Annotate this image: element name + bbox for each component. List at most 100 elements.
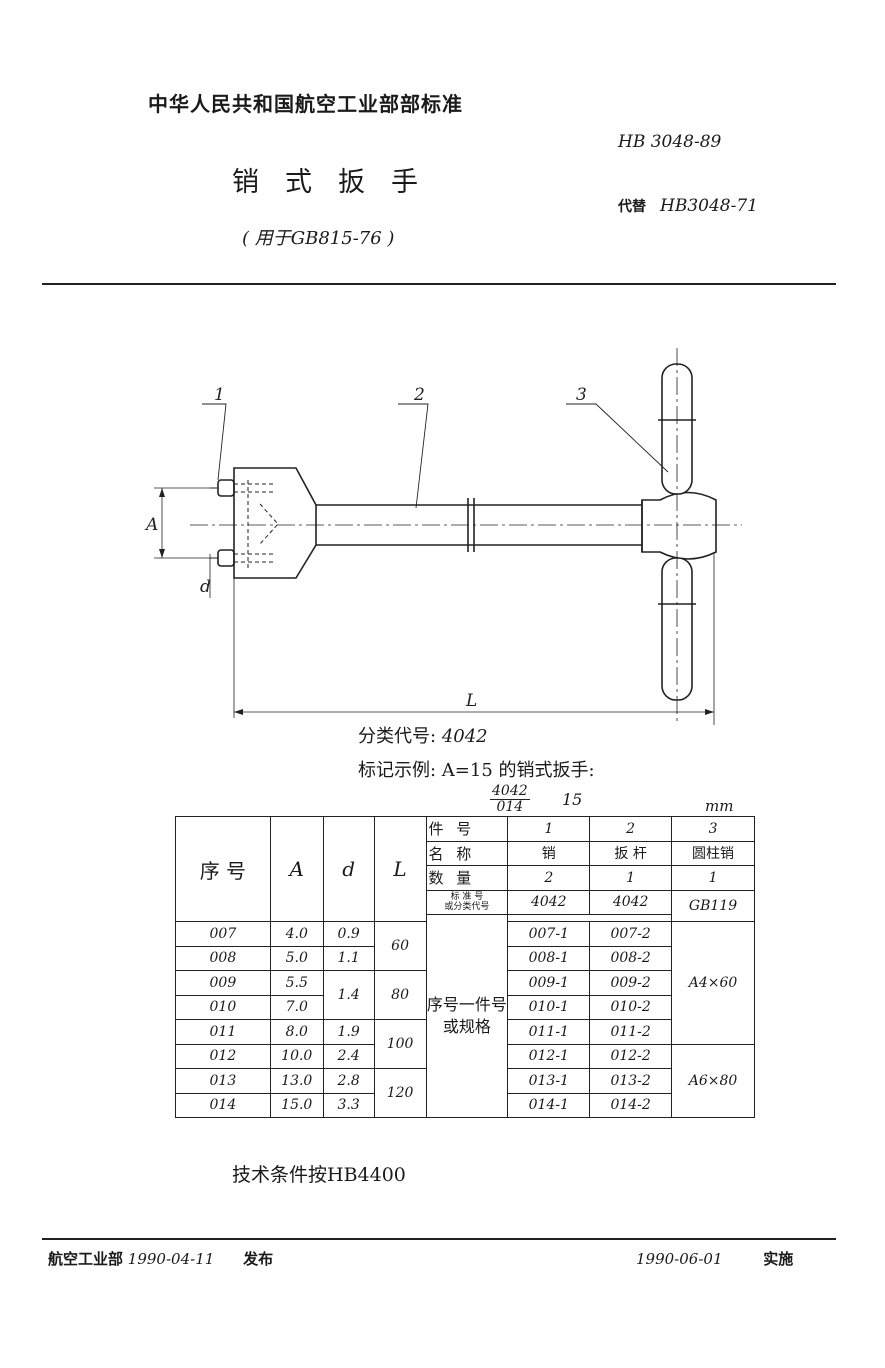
row-part-2: 011-2 xyxy=(589,1019,673,1045)
row-d: 0.9 xyxy=(322,921,375,947)
row-d: 2.4 xyxy=(322,1043,375,1069)
row-d: 1.9 xyxy=(322,1019,375,1045)
row-part-1: 012-1 xyxy=(507,1043,591,1069)
part-1-standard: 4042 xyxy=(507,889,591,915)
name-label: 名 称 xyxy=(425,840,509,866)
row-L: 80 xyxy=(373,970,427,1020)
row-no: 013 xyxy=(175,1068,271,1094)
row-no: 012 xyxy=(175,1043,271,1069)
row-part-1: 013-1 xyxy=(507,1068,591,1094)
part-1-qty: 2 xyxy=(507,865,591,891)
replaces-line: 代替 HB3048-71 xyxy=(618,196,758,216)
row-d: 3.3 xyxy=(322,1092,375,1118)
spec-label-line-2: 或规格 xyxy=(442,1017,491,1036)
row-no: 008 xyxy=(175,945,271,971)
row-no: 011 xyxy=(175,1019,271,1045)
wrench-drawing: 1 2 3 A d L xyxy=(144,348,742,725)
table-row: 013 13.0 2.8 120 013-1 013-2 xyxy=(175,1068,755,1118)
row-A: 5.5 xyxy=(269,970,324,996)
table-row: 009 5.5 1.4 80 009-1 009-2 xyxy=(175,970,755,1020)
document-title: 销式扳手 xyxy=(232,167,444,198)
row-part-1: 010-1 xyxy=(507,994,591,1020)
part-no-label: 件 号 xyxy=(425,816,509,842)
row-part-1: 007-1 xyxy=(507,921,591,947)
spec-label-line-1: 序号一件号 xyxy=(426,995,507,1014)
footer-rule xyxy=(42,1238,836,1240)
row-L: 60 xyxy=(373,921,427,971)
table-row: 007 4.0 0.9 60 007-1 007-2 A4×60 xyxy=(175,921,755,1045)
unit-label: mm xyxy=(705,797,734,815)
standard-number: HB 3048-89 xyxy=(618,132,722,152)
part-2-no: 2 xyxy=(589,816,673,842)
replaces-label: 代替 xyxy=(618,199,646,215)
row-part-2: 008-2 xyxy=(589,945,673,971)
implementation-date: 1990-06-01 xyxy=(636,1250,723,1268)
row-no: 010 xyxy=(175,994,271,1020)
col-header-L: L xyxy=(373,816,427,922)
row-part-2: 014-2 xyxy=(589,1092,673,1118)
part-3-standard: GB119 xyxy=(671,889,755,922)
part-2-qty: 1 xyxy=(589,865,673,891)
callout-1: 1 xyxy=(214,385,225,405)
table-row: 012 10.0 2.4 012-1 012-2 A6×80 xyxy=(175,1043,755,1118)
marking-code-bottom: 014 xyxy=(496,799,524,815)
col-header-A: A xyxy=(269,816,324,922)
table-row: 014 15.0 3.3 014-1 014-2 xyxy=(175,1092,755,1118)
part-1-no: 1 xyxy=(507,816,591,842)
row-part-1: 014-1 xyxy=(507,1092,591,1118)
replaces-value: HB3048-71 xyxy=(660,196,758,216)
row-A: 5.0 xyxy=(269,945,324,971)
row-L: 120 xyxy=(373,1068,427,1118)
col-header-no: 序 号 xyxy=(175,816,271,922)
classification-value: 4042 xyxy=(441,726,488,747)
callout-3: 3 xyxy=(576,385,587,405)
marking-code-value: 15 xyxy=(562,790,583,809)
issuing-organization: 中华人民共和国航空工业部部标准 xyxy=(148,92,463,116)
row-part-2: 012-2 xyxy=(589,1043,673,1069)
table-row: 008 5.0 1.1 008-1 008-2 xyxy=(175,945,755,971)
row-part-2: 010-2 xyxy=(589,994,673,1020)
row-d: 1.1 xyxy=(322,945,375,971)
standard-label-line-1: 标 准 号 xyxy=(450,892,484,903)
marking-code: 4042 014 xyxy=(490,784,530,815)
technical-requirements: 技术条件按HB4400 xyxy=(232,1164,406,1186)
standard-label-line-2: 或分类代号 xyxy=(444,902,490,913)
row-no: 009 xyxy=(175,970,271,996)
row-A: 7.0 xyxy=(269,994,324,1020)
implementation-word: 实施 xyxy=(763,1250,794,1268)
part-2-standard: 4042 xyxy=(589,889,673,915)
pin-spec-b: A6×80 xyxy=(671,1043,755,1118)
callout-2: 2 xyxy=(413,385,425,405)
row-no: 007 xyxy=(175,921,271,947)
row-part-1: 011-1 xyxy=(507,1019,591,1045)
dimension-A-label: A xyxy=(144,515,158,535)
row-A: 10.0 xyxy=(269,1043,324,1069)
row-part-2: 007-2 xyxy=(589,921,673,947)
header-rule xyxy=(42,283,836,285)
implementation-line: 1990-06-01 实施 xyxy=(636,1248,793,1269)
row-no: 014 xyxy=(175,1092,271,1118)
marking-example: 标记示例: A=15 的销式扳手: xyxy=(358,760,595,781)
row-part-1: 009-1 xyxy=(507,970,591,996)
row-L: 100 xyxy=(373,1019,427,1069)
col-header-d: d xyxy=(322,816,375,922)
row-d: 2.8 xyxy=(322,1068,375,1094)
classification-label: 分类代号: xyxy=(358,726,437,747)
part-2-name: 扳 杆 xyxy=(589,840,673,866)
row-A: 4.0 xyxy=(269,921,324,947)
row-part-2: 013-2 xyxy=(589,1068,673,1094)
row-A: 13.0 xyxy=(269,1068,324,1094)
row-d: 1.4 xyxy=(322,970,375,1020)
row-part-2: 009-2 xyxy=(589,970,673,996)
issue-date: 1990-04-11 xyxy=(127,1250,215,1268)
part-3-name: 圆柱销 xyxy=(671,840,755,866)
dimension-L-label: L xyxy=(465,691,477,711)
row-part-1: 008-1 xyxy=(507,945,591,971)
table-row: 010 7.0 010-1 010-2 xyxy=(175,994,755,1020)
pin-spec-a: A4×60 xyxy=(671,921,755,1045)
marking-code-top: 4042 xyxy=(490,783,530,800)
standard-label: 标 准 号 或分类代号 xyxy=(425,889,509,915)
row-A: 15.0 xyxy=(269,1092,324,1118)
specification-table: 序 号 A d L 件 号 1 2 3 名 称 销 扳 杆 圆柱销 数 量 2 … xyxy=(175,816,755,1118)
classification-code: 分类代号: 4042 xyxy=(358,722,488,748)
